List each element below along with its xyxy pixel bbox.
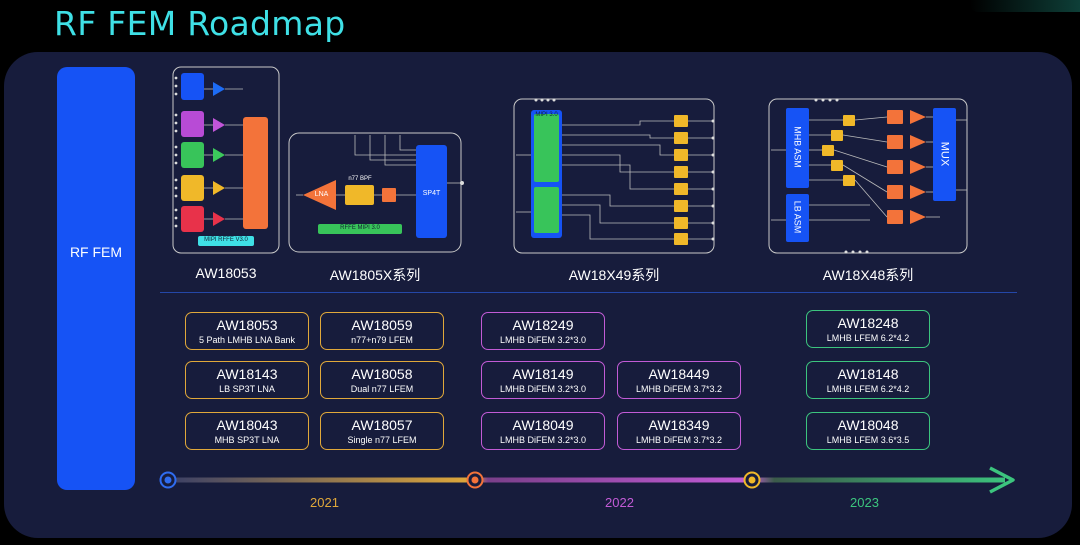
lna-label: LNA [314,191,329,198]
card-description: MHB SP3T LNA [214,435,280,445]
section-divider [160,292,1017,293]
card-description: LMHB DiFEM 3.7*3.2 [635,384,723,394]
card-part-number: AW18043 [216,417,278,433]
product-card: AW18249 LMHB DiFEM 3.2*3.0 [481,312,605,350]
card-description: LMHB LFEM 6.2*4.2 [826,333,910,343]
chip-aw1805x-diagram [288,132,464,253]
card-description: LB SP3T LNA [219,384,275,394]
card-part-number: AW18349 [648,417,710,433]
rf-fem-category-bar: RF FEM [57,67,135,490]
corner-decoration [970,0,1080,12]
timeline-node-2022 [743,471,761,489]
card-description: LMHB LFEM 3.6*3.5 [826,435,910,445]
product-card: AW18143 LB SP3T LNA [185,361,309,399]
card-description: Dual n77 LFEM [350,384,414,394]
timeline-arrow-icon [989,466,1015,494]
card-part-number: AW18049 [512,417,574,433]
card-part-number: AW18449 [648,366,710,382]
card-description: LMHB DiFEM 3.2*3.0 [499,435,587,445]
card-part-number: AW18058 [351,366,413,382]
card-part-number: AW18143 [216,366,278,382]
mipi-3-label: MIPI 3.0 [535,112,558,118]
product-card: AW18048 LMHB LFEM 3.6*3.5 [806,412,930,450]
year-label-2022: 2022 [605,495,634,510]
timeline-node-2021 [466,471,484,489]
card-description: 5 Path LMHB LNA Bank [198,335,296,345]
chip-caption-aw18x48: AW18X48系列 [822,267,914,283]
product-card: AW18449 LMHB DiFEM 3.7*3.2 [617,361,741,399]
chip-aw18053-diagram [172,66,280,254]
card-part-number: AW18249 [512,317,574,333]
chip-caption-aw18x49: AW18X49系列 [568,267,660,283]
product-card: AW18248 LMHB LFEM 6.2*4.2 [806,310,930,348]
card-part-number: AW18059 [351,317,413,333]
product-card: AW18043 MHB SP3T LNA [185,412,309,450]
product-card: AW18148 LMHB LFEM 6.2*4.2 [806,361,930,399]
card-part-number: AW18053 [216,317,278,333]
card-description: Single n77 LFEM [347,435,417,445]
card-part-number: AW18149 [512,366,574,382]
card-part-number: AW18057 [351,417,413,433]
chip-caption-aw1805x: AW1805X系列 [329,267,421,283]
product-card: AW18349 LMHB DiFEM 3.7*3.2 [617,412,741,450]
product-card: AW18149 LMHB DiFEM 3.2*3.0 [481,361,605,399]
page-title: RF FEM Roadmap [54,4,346,43]
card-part-number: AW18048 [837,417,899,433]
sp4t-label: SP4T [422,190,441,197]
card-description: n77+n79 LFEM [351,335,413,345]
product-card: AW18057 Single n77 LFEM [320,412,444,450]
year-label-2023: 2023 [850,495,879,510]
product-card: AW18049 LMHB DiFEM 3.2*3.0 [481,412,605,450]
n77-bpf-label: n77 BPF [348,176,372,182]
year-label-2021: 2021 [310,495,339,510]
product-card: AW18053 5 Path LMHB LNA Bank [185,312,309,350]
chip-aw18x49-diagram [513,98,715,254]
product-card: AW18059 n77+n79 LFEM [320,312,444,350]
rf-fem-label: RF FEM [69,243,123,260]
card-description: LMHB DiFEM 3.7*3.2 [635,435,723,445]
chip-caption-aw18053: AW18053 [195,265,257,281]
chip-aw18x48-diagram [768,98,968,254]
rffe-mipi-label: RFFE MIPI 3.0 [340,225,380,231]
card-part-number: AW18248 [837,315,899,331]
card-description: LMHB DiFEM 3.2*3.0 [499,335,587,345]
card-description: LMHB LFEM 6.2*4.2 [826,384,910,394]
card-part-number: AW18148 [837,366,899,382]
card-description: LMHB DiFEM 3.2*3.0 [499,384,587,394]
mipi-rffe-label: MIPI RFFE V3.0 [204,237,248,243]
timeline-node-start [159,471,177,489]
product-card: AW18058 Dual n77 LFEM [320,361,444,399]
